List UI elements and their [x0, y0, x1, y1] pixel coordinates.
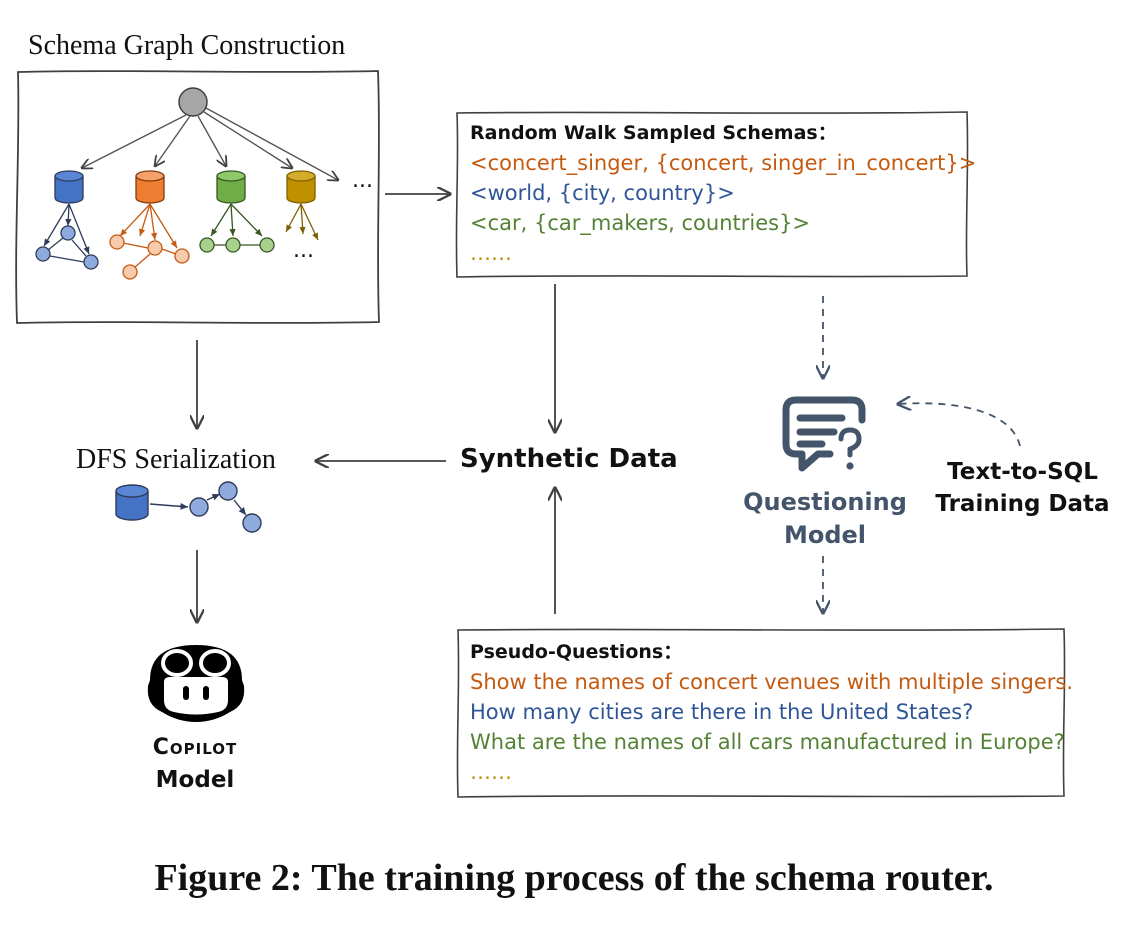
arrow-t2s-to-qmodel	[898, 403, 1021, 447]
text-to-sql-line1: Text-to-SQL	[947, 459, 1098, 485]
dfs-serialization-label: DFS Serialization	[76, 444, 276, 475]
flow-arrows	[197, 194, 555, 622]
copilot-model-word: Model	[155, 767, 235, 793]
dfs-nodes	[189, 481, 262, 533]
copilot-model-label: Copilot Model	[120, 732, 270, 796]
questions-box-title: Pseudo-Questions：	[470, 641, 683, 663]
text-to-sql-line2: Training Data	[935, 491, 1110, 517]
dashed-arrows	[823, 296, 1021, 613]
question-line: What are the names of all cars manufactu…	[470, 730, 1065, 754]
orange-nodes	[109, 234, 190, 280]
blue-nodes	[35, 225, 99, 270]
root-node	[178, 87, 208, 117]
more-schemas-ellipsis: ...	[352, 168, 373, 193]
questions-box	[456, 628, 1066, 798]
schema-line: <world, {city, country}>	[470, 181, 735, 205]
blue-edges	[43, 203, 90, 263]
schema-line: <car, {car_makers, countries}>	[470, 211, 811, 235]
db-green-icon	[216, 170, 246, 204]
orange-edges	[119, 203, 178, 269]
green-edges	[210, 203, 263, 246]
schema-line: <concert_singer, {concert, singer_in_con…	[470, 151, 977, 175]
schemas-box	[455, 111, 969, 278]
copilot-label: Copilot	[152, 735, 238, 760]
text-to-sql-label: Text-to-SQL Training Data	[930, 456, 1115, 520]
question-line: Show the names of concert venues with mu…	[470, 670, 1074, 694]
dfs-db-icon	[115, 484, 149, 521]
figure-caption: Figure 2: The training process of the sc…	[154, 857, 994, 899]
green-nodes	[199, 237, 275, 253]
copilot-logo-icon	[147, 645, 245, 722]
more-nodes-ellipsis: ...	[293, 238, 314, 263]
schema-graph-box	[15, 70, 380, 324]
schemas-box-title: Random Walk Sampled Schemas：	[470, 122, 837, 144]
schema-graph-title: Schema Graph Construction	[28, 30, 346, 61]
dfs-edges	[149, 493, 247, 516]
question-line: How many cities are there in the United …	[470, 700, 974, 724]
synthetic-data-label: Synthetic Data	[460, 444, 678, 474]
questioning-chat-icon	[782, 396, 866, 472]
questioning-model-line2: Model	[783, 521, 867, 549]
db-blue-icon	[54, 170, 84, 204]
db-gold-icon	[286, 170, 316, 204]
db-orange-icon	[135, 170, 165, 204]
root-edges	[82, 107, 338, 180]
gold-edges	[285, 203, 319, 241]
schemas-box-content: Random Walk Sampled Schemas： <concert_si…	[470, 118, 976, 268]
questioning-model-line1: Questioning	[743, 488, 907, 516]
question-dot	[846, 462, 854, 470]
question-line: ……	[470, 760, 512, 784]
questioning-model-label: Questioning Model	[740, 486, 910, 552]
questions-box-content: Pseudo-Questions： Show the names of conc…	[470, 637, 1073, 787]
schema-line: ……	[470, 241, 512, 265]
